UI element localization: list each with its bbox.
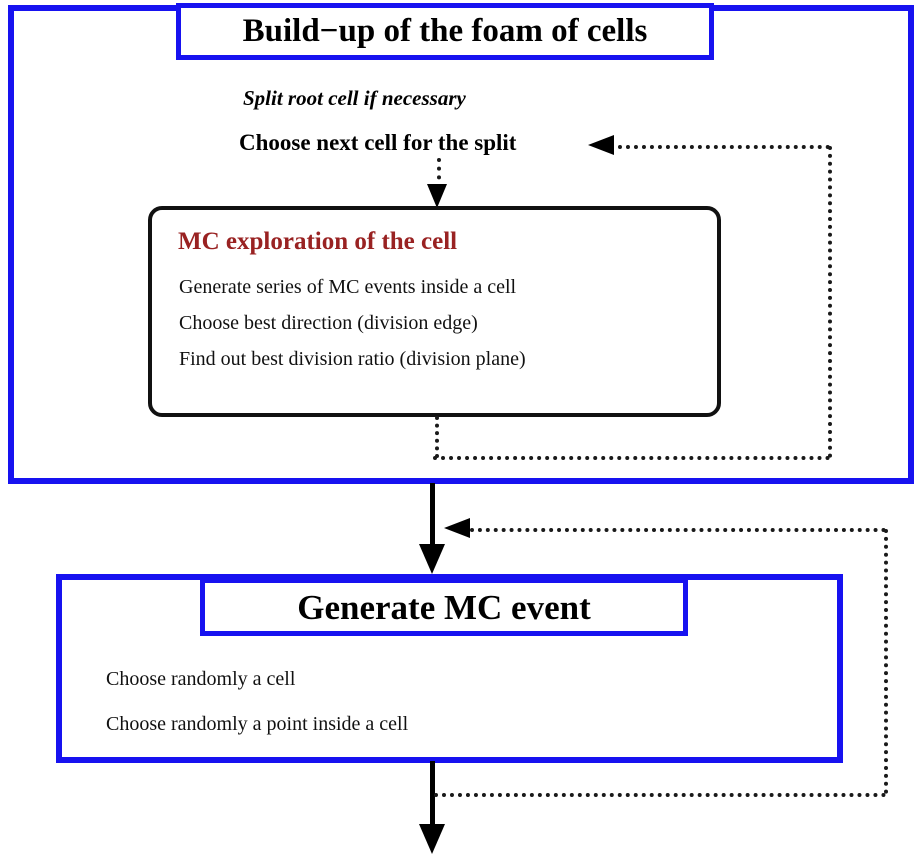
output-arrow-line <box>430 761 435 825</box>
generate-mc-event-title-box: Generate MC event <box>200 578 688 636</box>
outer-loop-arrowhead <box>444 518 470 538</box>
mc-exploration-line: Generate series of MC events inside a ce… <box>179 276 517 298</box>
generate-mc-event-title-text: Generate MC event <box>297 587 591 627</box>
output-arrowhead <box>419 824 445 854</box>
main-flow-arrow-line <box>430 483 435 545</box>
connector-choose-to-mc-line <box>437 158 441 188</box>
inner-loop-arrowhead <box>588 135 614 155</box>
buildup-title-text: Build−up of the foam of cells <box>242 13 648 49</box>
main-flow-arrowhead <box>419 544 445 574</box>
choose-next-cell-label: Choose next cell for the split <box>239 130 517 155</box>
mc-exploration-line: Choose best direction (division edge) <box>179 312 478 334</box>
generate-mc-event-line: Choose randomly a point inside a cell <box>106 713 409 735</box>
generate-mc-event-line: Choose randomly a cell <box>106 668 296 690</box>
outer-loop-right-segment <box>884 529 888 794</box>
mc-exploration-heading: MC exploration of the cell <box>178 228 458 255</box>
outer-loop-bottom-segment <box>434 793 886 797</box>
buildup-title-box: Build−up of the foam of cells <box>176 3 714 60</box>
inner-loop-top-segment <box>610 145 830 149</box>
mc-exploration-line: Find out best division ratio (division p… <box>179 348 526 370</box>
inner-loop-right-segment <box>828 146 832 458</box>
split-root-cell-label: Split root cell if necessary <box>243 86 466 110</box>
inner-loop-bottom-segment <box>433 456 830 460</box>
connector-choose-to-mc-arrowhead <box>427 184 447 208</box>
outer-loop-top-segment <box>470 528 886 532</box>
mc-exploration-box: MC exploration of the cell Generate seri… <box>148 206 721 417</box>
generate-mc-event-panel <box>56 574 843 763</box>
inner-loop-down-segment <box>435 416 439 458</box>
